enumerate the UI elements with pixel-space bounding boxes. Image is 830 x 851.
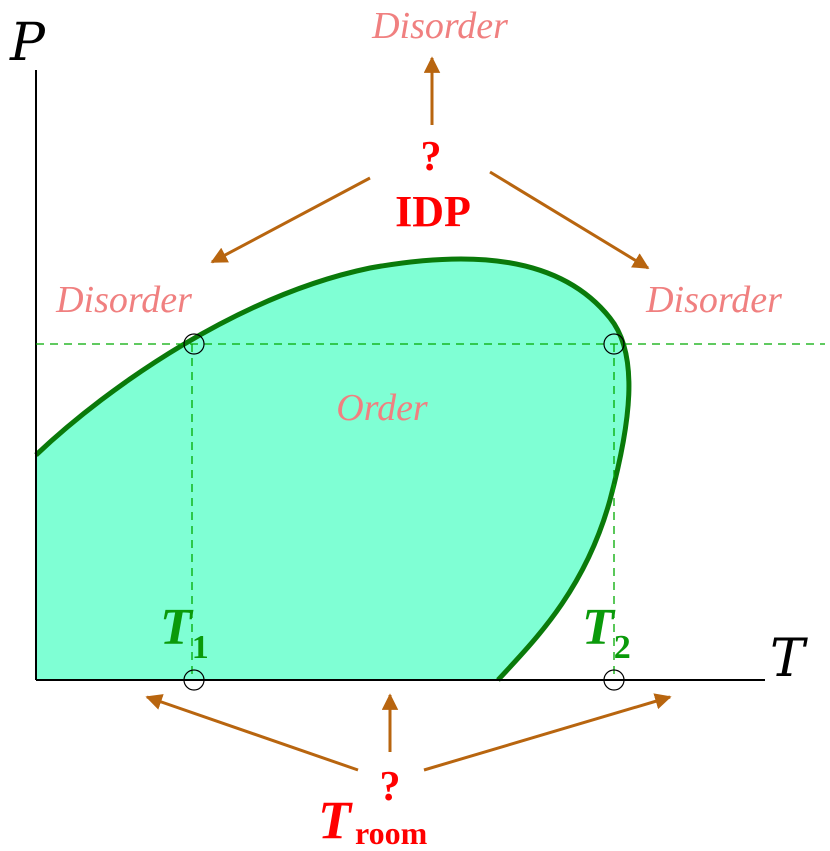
idp-question-mark: ? bbox=[421, 134, 442, 180]
arrow-idp-right bbox=[489, 170, 650, 270]
arrow-idp-left bbox=[210, 176, 371, 264]
arrow-room-right bbox=[423, 693, 672, 772]
marker-t2 bbox=[603, 669, 625, 691]
idp-label: IDP bbox=[395, 187, 471, 236]
room-question-mark: ? bbox=[380, 764, 401, 810]
marker-t1 bbox=[183, 669, 205, 691]
x-axis-label: T bbox=[770, 629, 808, 689]
order-region bbox=[36, 258, 629, 680]
y-axis-label: P bbox=[9, 13, 46, 73]
t2-main: T bbox=[582, 599, 616, 656]
t1-main: T bbox=[160, 599, 194, 656]
phase-boundary-curve bbox=[34, 256, 632, 682]
disorder-top-label: Disorder bbox=[371, 5, 508, 47]
marker-right-boundary bbox=[603, 333, 625, 355]
t1-subscript: 1 bbox=[192, 629, 209, 666]
room-subscript: room bbox=[355, 815, 428, 851]
order-label: Order bbox=[336, 387, 428, 429]
marker-left-boundary bbox=[183, 333, 205, 355]
t2-subscript: 2 bbox=[614, 629, 631, 666]
t1-label: T1 bbox=[160, 599, 209, 666]
disorder-right-label: Disorder bbox=[645, 279, 782, 321]
room-main: T bbox=[318, 790, 353, 850]
disorder-left-label: Disorder bbox=[55, 279, 192, 321]
arrow-room-left bbox=[145, 694, 359, 772]
t2-label: T2 bbox=[582, 599, 631, 666]
